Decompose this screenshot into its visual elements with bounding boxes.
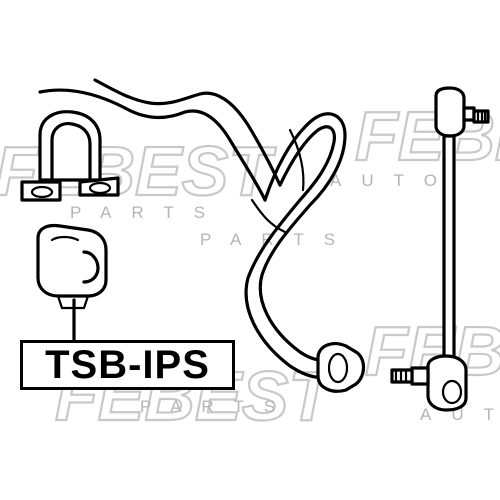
watermark-sub: AUTO: [330, 171, 457, 190]
part-number-text: TSB-IPS: [45, 343, 210, 387]
part-bushing: [36, 223, 108, 310]
watermark-sub: PARTS: [140, 397, 295, 416]
bar-end-bushing: [316, 342, 366, 393]
stabilizer-link: [390, 86, 490, 412]
stabilizer-bar: [38, 78, 347, 380]
part-number-label: TSB-IPS: [20, 340, 235, 390]
installed-bushing-bracket: [20, 110, 120, 202]
watermark-sub: PARTS: [70, 203, 225, 222]
watermark-brand: FEBEST: [355, 97, 500, 175]
